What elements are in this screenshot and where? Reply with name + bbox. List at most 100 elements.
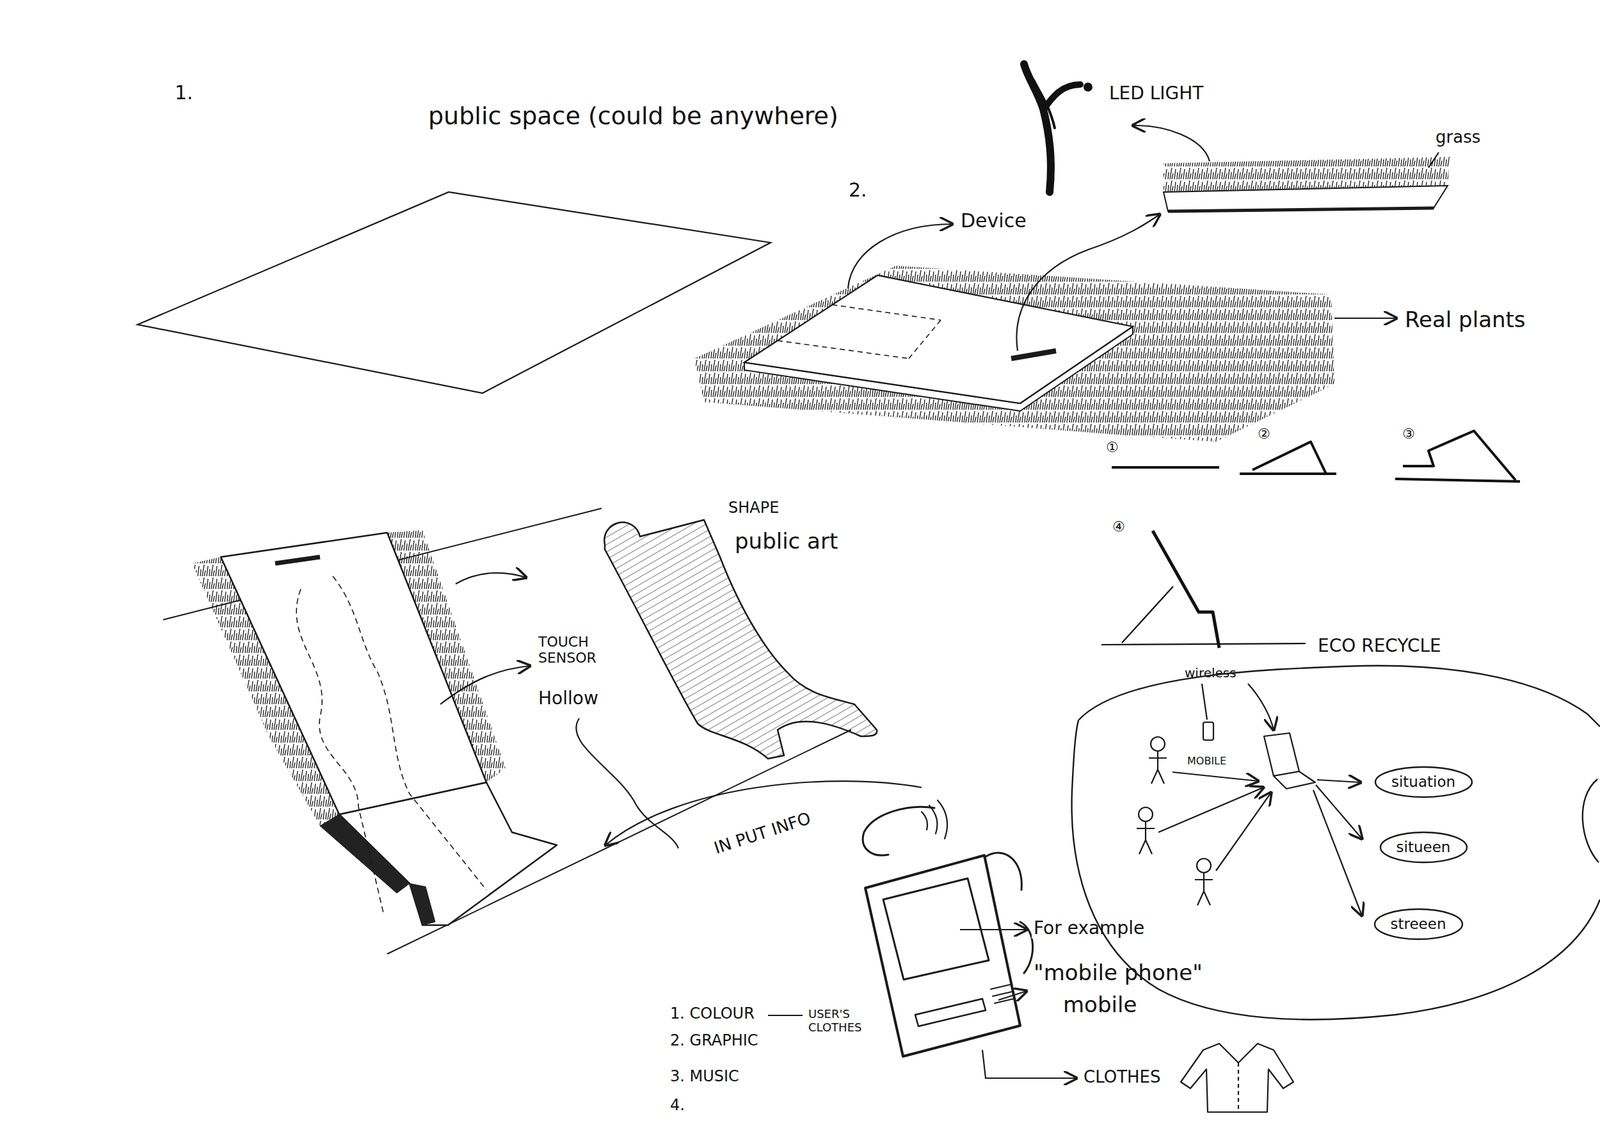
- callout-number: ④: [1110, 518, 1128, 535]
- hand-holding-phone: [865, 855, 1021, 1056]
- eco-network: [1196, 858, 1211, 873]
- eco-network: [1148, 736, 1167, 784]
- callout-number: ②: [1255, 425, 1273, 442]
- leader-arrow: [960, 928, 1027, 930]
- leader-arrow: [998, 990, 1027, 1000]
- leader-arrow: [576, 718, 679, 848]
- eco-network: [1148, 750, 1167, 784]
- hand-holding-phone: [915, 998, 986, 1026]
- leader-arrow: [848, 224, 953, 288]
- eco-network: [1264, 732, 1300, 776]
- eco-network: [1313, 789, 1362, 916]
- lounger-device: [275, 556, 320, 564]
- part-label: grass: [1433, 128, 1483, 148]
- lounger-device: [296, 588, 384, 916]
- stand-profile: [1101, 643, 1306, 645]
- public-space-plane: [137, 192, 771, 393]
- leader-arrow: [982, 1049, 1077, 1078]
- scene-title: public space (could be anywhere): [426, 102, 841, 131]
- stand-profile: [1121, 586, 1174, 643]
- eco-network: [1315, 784, 1362, 839]
- grass-patch: [1163, 185, 1448, 212]
- led-light-symbol: [1033, 80, 1055, 128]
- note: For example: [1031, 917, 1147, 939]
- clothes-icon: [1180, 1043, 1294, 1112]
- flow-label: IN PUT INFO: [709, 808, 815, 859]
- part-label: public art: [732, 528, 840, 554]
- lounger-device: [192, 529, 557, 925]
- note: mobile: [1061, 992, 1139, 1017]
- eco-network: [1172, 771, 1259, 781]
- lounger-device: [332, 576, 487, 890]
- clothes-icon: [1237, 1062, 1240, 1112]
- lounger-device: [409, 883, 436, 925]
- result-oval: streeen: [1373, 907, 1464, 941]
- eco-network: [1136, 807, 1155, 854]
- part-label: Hollow: [536, 688, 601, 709]
- hand-holding-phone: [990, 984, 1014, 1003]
- part-label: Real plants: [1402, 307, 1528, 333]
- part-label: CLOTHES: [1081, 1067, 1163, 1087]
- grass-patch: [1163, 156, 1450, 212]
- led-light-symbol: [1024, 64, 1093, 192]
- part-label: Device: [958, 209, 1029, 233]
- stand-profile: [1101, 530, 1306, 648]
- eco-network: [1317, 779, 1361, 783]
- leader-arrow: [440, 572, 922, 848]
- part-label: TOUCH SENSOR: [536, 633, 608, 667]
- hand-holding-phone: [921, 800, 948, 839]
- grass-patch: [1168, 208, 1434, 212]
- lounger-device: [320, 814, 410, 893]
- led-light-symbol: [1024, 64, 1051, 192]
- eco-network: [1136, 821, 1155, 854]
- eco-network: [1201, 683, 1208, 720]
- eco-network: [1138, 807, 1153, 822]
- leader-arrow: [848, 125, 1439, 351]
- stand-profile: [1152, 530, 1220, 648]
- position-diagram: [1395, 478, 1520, 482]
- oval-text: situation: [1391, 773, 1456, 790]
- leader-arrow: [440, 665, 530, 704]
- callout-number: ①: [1104, 439, 1121, 456]
- list-item: 1. COLOUR: [668, 1004, 757, 1023]
- step-number: 1.: [172, 81, 196, 105]
- region-outline: [1062, 630, 1600, 1034]
- led-light-symbol: [1083, 82, 1093, 92]
- oval-outline: [1375, 766, 1472, 797]
- device-with-plants: [777, 304, 941, 359]
- lounger-device: [220, 532, 487, 815]
- leader-arrow: [1132, 125, 1210, 162]
- public-art-shape: [604, 519, 877, 759]
- position-diagram: [1252, 441, 1327, 474]
- device-with-plants: [694, 265, 1335, 442]
- eco-network: [1203, 721, 1214, 740]
- note: USER'S CLOTHES: [806, 1007, 875, 1034]
- eco-network: [1194, 858, 1213, 905]
- callout-number: ③: [1400, 425, 1417, 442]
- leader-arrow: [768, 929, 1077, 1078]
- oval-text: streeen: [1390, 915, 1447, 932]
- eco-network: [1136, 683, 1362, 916]
- leader-arrow: [1016, 214, 1160, 351]
- oval-outline: [1380, 832, 1467, 863]
- leader-arrow: [1334, 317, 1397, 319]
- list-item: 4.: [668, 1096, 687, 1115]
- position-diagram: [1111, 465, 1220, 469]
- leader-arrow: [1428, 152, 1439, 168]
- eco-recycle-region: ECO RECYCLE situation situeen streeen: [1062, 630, 1600, 1034]
- position-diagram: [1239, 472, 1337, 475]
- region-heading: ECO RECYCLE: [1315, 635, 1444, 656]
- device-with-plants: [1011, 350, 1056, 359]
- leader-arrow: [455, 572, 527, 584]
- position-diagram: [1402, 430, 1516, 480]
- part-label: LED LIGHT: [1107, 83, 1206, 104]
- list-item: 2. GRAPHIC: [668, 1031, 761, 1050]
- eco-network: [1273, 771, 1316, 789]
- result-oval: situeen: [1379, 830, 1469, 864]
- oval-text: situeen: [1396, 838, 1451, 856]
- eco-network: [1248, 683, 1274, 730]
- step-number: 2.: [846, 179, 870, 202]
- hand-holding-phone: [985, 852, 1022, 890]
